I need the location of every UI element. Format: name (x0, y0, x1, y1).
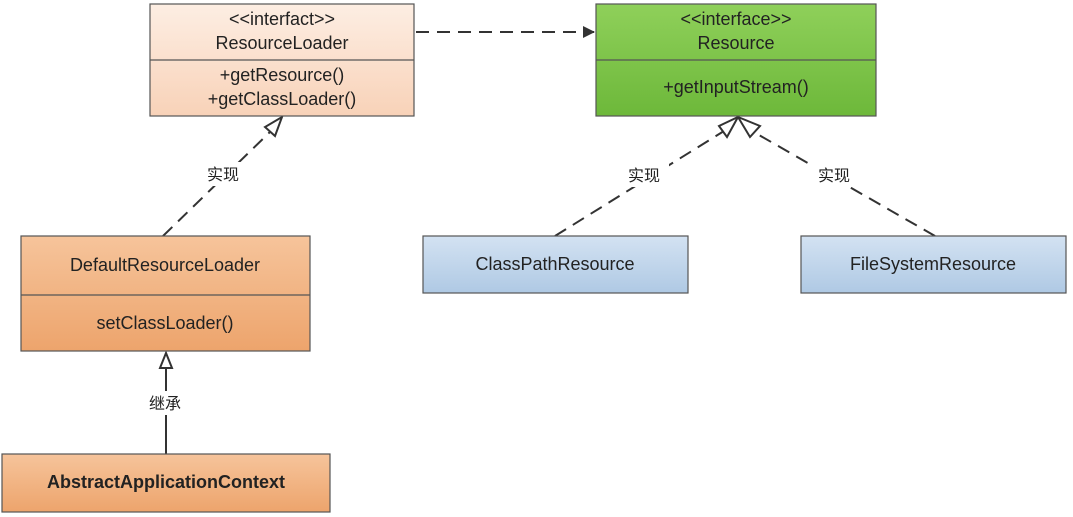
stereotype-label: <<interface>> (680, 9, 791, 29)
realization-arrowhead (735, 114, 762, 139)
class-name: DefaultResourceLoader (70, 255, 260, 275)
class-resource[interactable]: <<interface>> Resource +getInputStream() (595, 3, 877, 117)
method-get-input-stream: +getInputStream() (663, 77, 809, 97)
class-abstract-application-context[interactable]: AbstractApplicationContext (1, 453, 331, 513)
method-set-class-loader: setClassLoader() (96, 313, 233, 333)
realization-arrowhead (717, 114, 741, 139)
edge-drl-implements-rl: 实现 (162, 114, 284, 237)
edge-label-implements-1: 实现 (207, 165, 239, 184)
edge-aac-extends-drl: 继承 (140, 350, 190, 454)
stereotype-label: <<interfact>> (229, 9, 335, 29)
method-get-class-loader: +getClassLoader() (208, 89, 357, 109)
edge-fsr-implements-resource: 实现 (735, 114, 936, 237)
class-file-system-resource[interactable]: FileSystemResource (800, 235, 1067, 294)
edge-label-implements-2: 实现 (628, 166, 660, 185)
class-name: FileSystemResource (850, 254, 1016, 274)
class-name: Resource (697, 33, 774, 53)
realization-arrowhead (263, 114, 284, 138)
class-name: ClassPathResource (475, 254, 634, 274)
class-class-path-resource[interactable]: ClassPathResource (422, 235, 689, 294)
edge-label-implements-3: 实现 (818, 166, 850, 185)
class-name: ResourceLoader (215, 33, 348, 53)
edge-label-extends: 继承 (149, 394, 181, 413)
method-get-resource: +getResource() (220, 65, 345, 85)
class-resource-loader[interactable]: <<interfact>> ResourceLoader +getResourc… (149, 3, 415, 117)
generalization-arrowhead (158, 350, 174, 369)
class-name: AbstractApplicationContext (47, 472, 285, 492)
edge-cpr-implements-resource: 实现 (554, 114, 741, 237)
class-default-resource-loader[interactable]: DefaultResourceLoader setClassLoader() (20, 235, 311, 352)
